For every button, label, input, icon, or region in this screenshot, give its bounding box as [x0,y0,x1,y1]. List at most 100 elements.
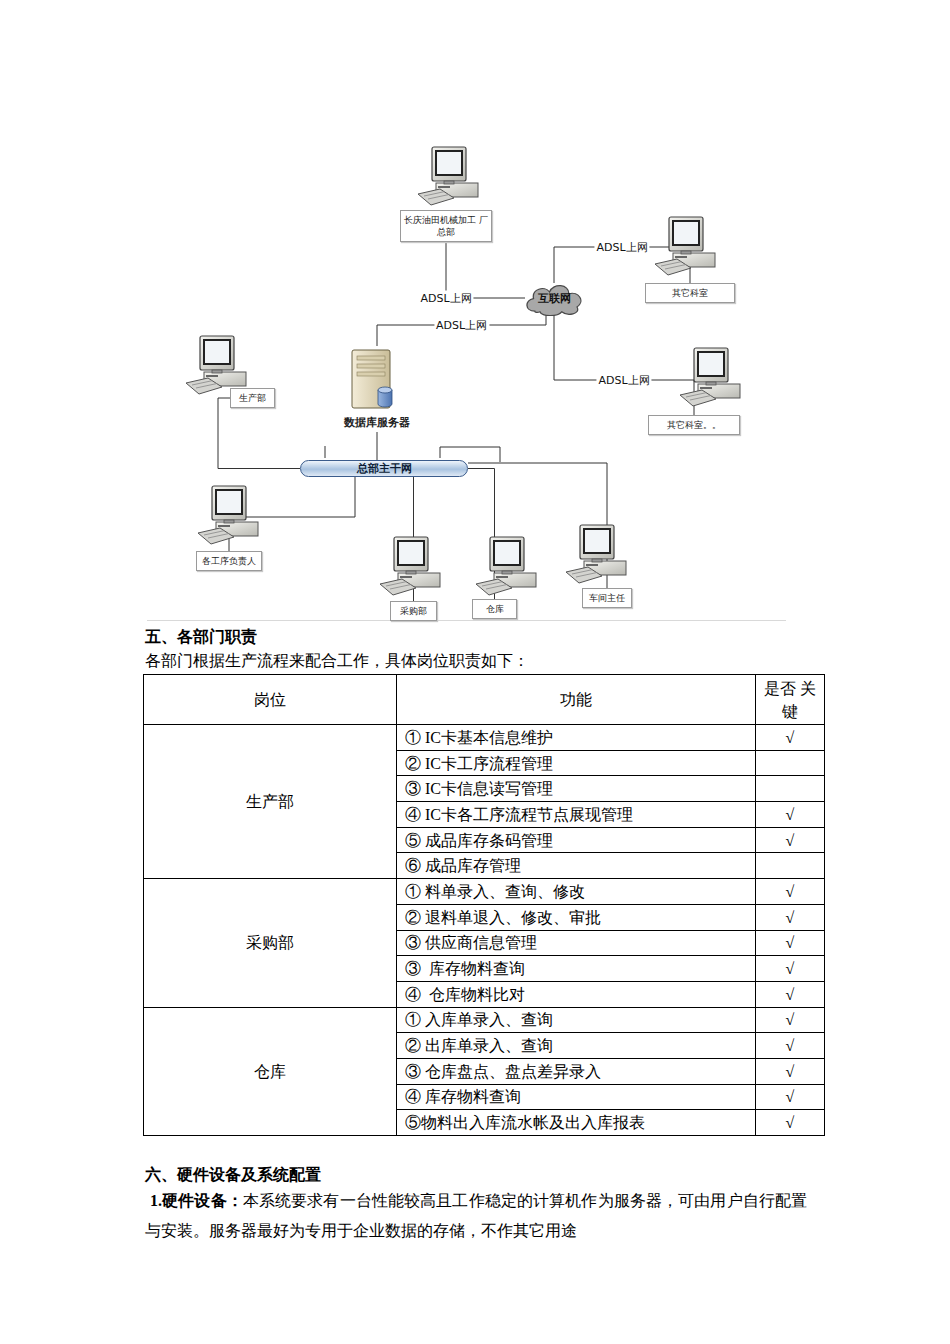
function-text: ⑤ 成品库存条码管理 [405,832,553,849]
function-text: ③ IC卡信息读写管理 [405,780,553,797]
paragraph: 1.硬件设备：本系统要求有一台性能较高且工作稳定的计算机作为服务器，可由用户自行… [145,1186,807,1246]
network-link [468,469,495,600]
function-cell: ③ 库存物料查询 [397,956,756,982]
header-row: 岗位 功能 是否 关键 [144,675,825,725]
header-cell: 岗位 [144,675,397,725]
key-cell: √ [756,930,825,956]
node-text: 长庆油田机械加工 厂总部 [404,215,488,237]
table-row: ③ 仓库盘点、盘点差异录入 √ [144,1058,825,1084]
key-cell: √ [756,1007,825,1033]
function-text: ③ 仓库盘点、盘点差异录入 [405,1063,601,1080]
check-mark: √ [786,1063,795,1080]
office-label: 各工序负责人 [196,551,262,571]
table-row: ④ 仓库物料比对 √ [144,981,825,1007]
office-label: 其它科室。。 [648,415,740,435]
function-text: ② 退料单退入、修改、审批 [405,909,601,926]
node-text: 数据库服务器 [344,415,410,430]
link-label: ADSL上网 [594,240,649,255]
office-label: 长庆油田机械加工 厂总部 [400,210,492,242]
check-mark: √ [786,1011,795,1028]
database-server: 数据库服务器 [336,346,418,432]
function-cell: ⑥ 成品库存管理 [397,853,756,879]
node-text: 生产部 [239,393,266,403]
table-row: ⑥ 成品库存管理 [144,853,825,879]
node-text: 仓库 [486,604,504,614]
node-text: 互联网 [538,291,571,306]
function-text: ④ 仓库物料比对 [405,986,525,1003]
function-cell: ③ 仓库盘点、盘点差异录入 [397,1058,756,1084]
header-text: 是否 关键 [764,680,816,720]
backbone-bus: 总部主干网 [300,460,468,477]
network-link [229,477,355,551]
table-row: ④ 库存物料查询 √ [144,1084,825,1110]
check-mark: √ [786,986,795,1003]
key-cell [756,750,825,776]
key-cell: √ [756,827,825,853]
check-mark: √ [786,1114,795,1131]
link-label: ADSL上网 [596,373,651,388]
table-row: ② 退料单退入、修改、审批 √ [144,904,825,930]
key-cell [756,853,825,879]
link-label: ADSL上网 [418,291,473,306]
key-cell: √ [756,1084,825,1110]
table-row: ② 出库单录入、查询 √ [144,1033,825,1059]
link-label: ADSL上网 [434,318,489,333]
function-text: ④ 库存物料查询 [405,1088,521,1105]
function-text: ⑥ 成品库存管理 [405,857,521,874]
office-label: 生产部 [230,388,275,408]
position-cell: 生产部 [144,725,397,879]
key-cell: √ [756,981,825,1007]
function-text: ③ 库存物料查询 [405,960,525,977]
function-text: ② 出库单录入、查询 [405,1037,553,1054]
function-text: ③ 供应商信息管理 [405,934,537,951]
check-mark: √ [786,832,795,849]
function-cell: ③ IC卡信息读写管理 [397,776,756,802]
section-heading: 五、各部门职责 [145,627,257,647]
table-row: ③ 供应商信息管理 √ [144,930,825,956]
check-mark: √ [786,909,795,926]
function-cell: ④ 库存物料查询 [397,1084,756,1110]
node-text: 采购部 [400,606,427,616]
header-cell: 功能 [397,675,756,725]
table-row: ⑤物料出入库流水帐及出入库报表 √ [144,1110,825,1136]
check-mark: √ [786,1037,795,1054]
network-link [377,313,546,346]
key-cell: √ [756,1110,825,1136]
position-name: 生产部 [246,793,294,810]
table-row: 采购部① 料单录入、查询、修改√ [144,879,825,905]
internet-cloud: 互联网 [522,280,586,316]
body-text: 本系统要求有一台性能较高且工作稳定的计算机作为服务器，可由用户自行配置与安装。服… [145,1192,807,1239]
check-mark: √ [786,729,795,746]
key-cell: √ [756,956,825,982]
header-cell: 是否 关键 [756,675,825,725]
table-row: ③ IC卡信息读写管理 [144,776,825,802]
office-label: 其它科室 [645,283,735,303]
table-row: ④ IC卡各工序流程节点展现管理√ [144,802,825,828]
function-text: ① 入库单录入、查询 [405,1011,553,1028]
function-cell: ① IC卡基本信息维护 [397,725,756,751]
office-label: 仓库 [472,599,517,619]
network-link [218,398,300,469]
key-cell: √ [756,725,825,751]
item-heading: 1.硬件设备： [150,1192,243,1209]
office-label: 车间主任 [582,588,632,608]
function-cell: ⑤ 成品库存条码管理 [397,827,756,853]
node-text: 各工序负责人 [202,556,256,566]
key-cell: √ [756,904,825,930]
position-cell: 仓库 [144,1007,397,1135]
position-name: 采购部 [246,934,294,951]
key-cell [756,776,825,802]
check-mark: √ [786,883,795,900]
node-text: 车间主任 [589,593,625,603]
check-mark: √ [786,806,795,823]
key-cell: √ [756,879,825,905]
header-text: 功能 [560,691,592,708]
position-name: 仓库 [254,1063,286,1080]
function-text: ① 料单录入、查询、修改 [405,883,585,900]
function-text: ⑤物料出入库流水帐及出入库报表 [405,1114,645,1131]
function-cell: ① 入库单录入、查询 [397,1007,756,1033]
duty-table: 岗位功能是否 关键生产部① IC卡基本信息维护√② IC卡工序流程管理③ IC卡… [143,674,825,1136]
key-cell: √ [756,1033,825,1059]
header-text: 岗位 [254,691,286,708]
